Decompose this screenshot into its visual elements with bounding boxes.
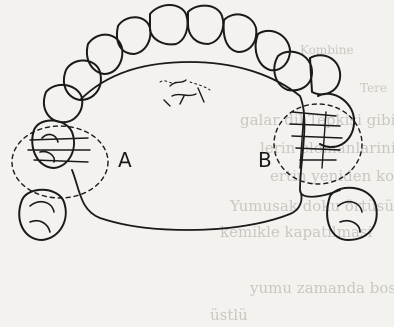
tooth-premolar-right-2 — [310, 55, 340, 94]
tooth-premolar-left-1 — [64, 60, 101, 100]
tooth-lateral-incisor-right — [224, 14, 257, 52]
region-circle-a — [12, 126, 108, 198]
tooth-central-incisor-left — [150, 5, 188, 44]
palatal-rugae — [164, 80, 204, 106]
label-b: B — [258, 148, 272, 172]
label-a: A — [118, 148, 132, 172]
tooth-central-incisor-right — [188, 6, 223, 44]
region-circle-b — [274, 104, 362, 184]
tooth-premolar-left-2 — [44, 85, 82, 122]
tooth-molar-right-2 — [327, 188, 377, 240]
tooth-canine-right — [256, 31, 290, 70]
tooth-premolar-right-1 — [274, 52, 312, 91]
tooth-molar-left-2 — [19, 190, 66, 240]
